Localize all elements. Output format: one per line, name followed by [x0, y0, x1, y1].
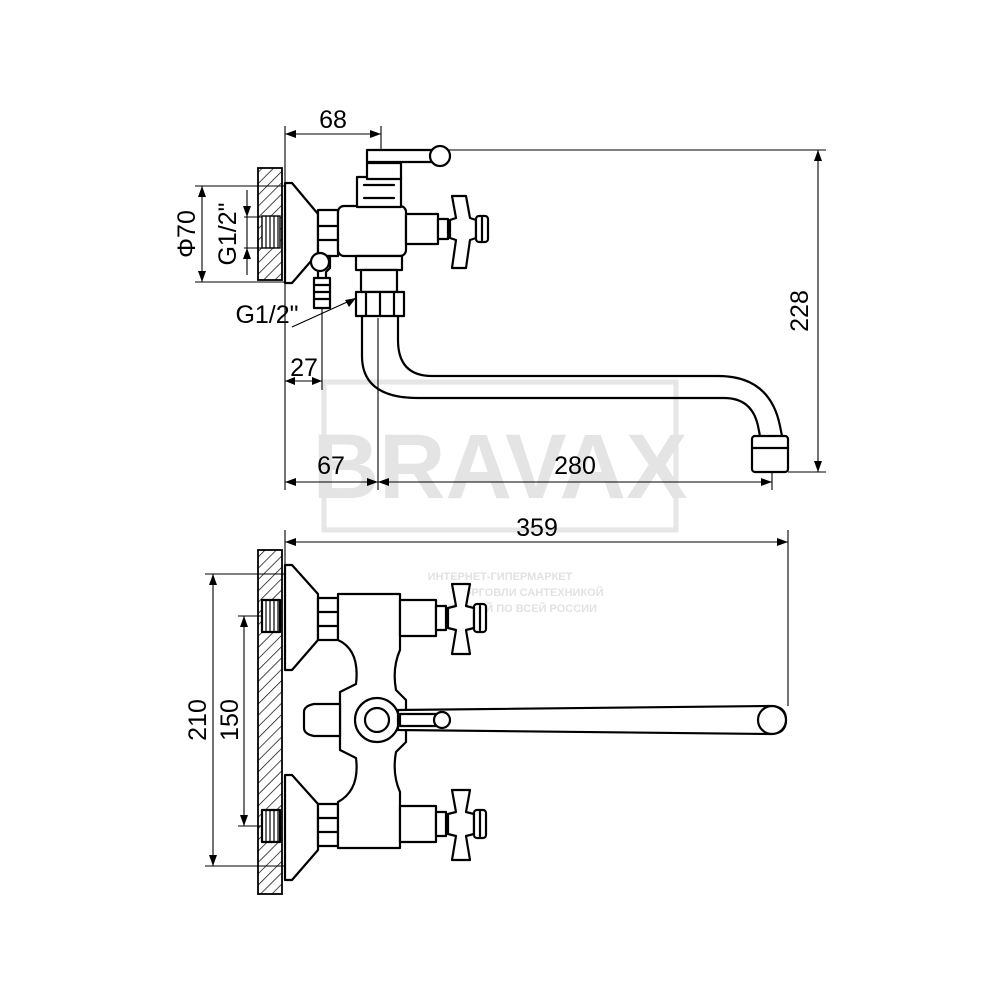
side-aerator [750, 434, 790, 474]
side-eccentric-nut [316, 208, 340, 258]
watermark-brand: BRAVAX [313, 416, 688, 518]
dim-228: 228 [786, 290, 814, 332]
watermark: BRAVAX ИНТЕРНЕТ-ГИПЕРМАРКЕТ ТОРГОВЛИ САН… [313, 379, 688, 615]
dim-359: 359 [516, 514, 558, 542]
watermark-line-1: ИНТЕРНЕТ-ГИПЕРМАРКЕТ [428, 571, 573, 583]
front-cross-handle-bottom [446, 788, 488, 862]
dim-150: 150 [216, 699, 244, 741]
dim-phi70: Φ70 [173, 210, 201, 258]
dim-thread-inlet: G1/2" [214, 202, 242, 265]
front-flange-bottom [283, 773, 320, 882]
dim-67: 67 [317, 452, 345, 480]
side-mixer-body [336, 204, 408, 258]
side-dimensions: 68 Φ70 G1/2" G1/2" 27 [173, 106, 826, 490]
dim-thread-outlet: G1/2" [235, 301, 298, 329]
side-cross-handle [448, 194, 490, 270]
front-spout [396, 704, 788, 736]
dim-210: 210 [184, 699, 212, 741]
side-inlet-thread-lines [265, 216, 279, 248]
side-view: 68 Φ70 G1/2" G1/2" 27 [173, 106, 826, 490]
front-cross-handle-top [446, 582, 488, 656]
front-flange-top [283, 563, 320, 672]
watermark-line-2: ТОРГОВЛИ САНТЕХНИКОЙ [456, 586, 603, 599]
dim-68: 68 [319, 106, 347, 134]
dim-27: 27 [290, 354, 318, 382]
dim-280: 280 [554, 452, 596, 480]
front-view: 359 210 150 [184, 514, 789, 895]
side-spout [360, 314, 762, 438]
front-shower-outlet [302, 702, 342, 738]
front-dimensions: 359 210 150 [184, 514, 789, 867]
side-inlet-thread [261, 215, 281, 249]
